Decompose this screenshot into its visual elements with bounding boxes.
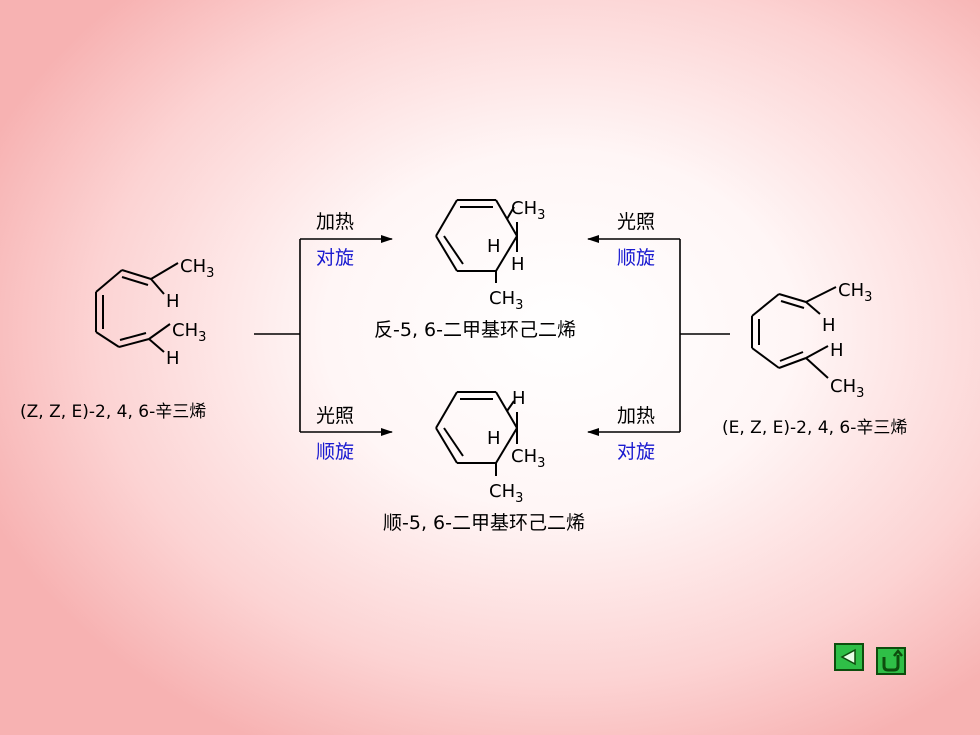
bottom-product-structure — [435, 391, 518, 476]
triangle-left-icon — [838, 647, 860, 667]
back-button[interactable] — [834, 643, 864, 671]
right-upper-h: H — [822, 315, 836, 336]
bottom-left-mode: 顺旋 — [316, 441, 354, 463]
bottom-product-bottom-sub: CH3 — [489, 481, 523, 506]
top-left-condition: 加热 — [316, 211, 354, 233]
left-lower-group: CH3 — [172, 320, 206, 345]
bottom-right-condition: 加热 — [617, 405, 655, 427]
top-product-bottom-sub: CH3 — [489, 288, 523, 313]
right-upper-group: CH3 — [838, 280, 872, 305]
top-right-mode: 顺旋 — [617, 247, 655, 269]
right-lower-h: H — [830, 340, 844, 361]
bottom-product-mid-sub: CH3 — [511, 446, 545, 471]
top-product-name: 反-5, 6-二甲基环己二烯 — [374, 319, 576, 341]
u-turn-icon — [882, 648, 903, 672]
right-reactant-name: (E, Z, E)-2, 4, 6-辛三烯 — [722, 418, 907, 438]
left-upper-h: H — [166, 291, 180, 312]
right-bracket — [679, 239, 730, 432]
top-product-h-right: H — [511, 254, 525, 275]
top-product-structure — [435, 199, 518, 283]
left-reactant-name: (Z, Z, E)-2, 4, 6-辛三烯 — [20, 402, 206, 422]
left-bracket — [254, 239, 301, 432]
top-product-h-left: H — [487, 236, 501, 257]
bottom-product-h: H — [487, 428, 501, 449]
top-product-top-sub: CH3 — [511, 198, 545, 223]
top-right-condition: 光照 — [617, 211, 655, 233]
left-lower-h: H — [166, 348, 180, 369]
top-left-mode: 对旋 — [316, 247, 354, 269]
right-lower-group: CH3 — [830, 376, 864, 401]
left-upper-group: CH3 — [180, 256, 214, 281]
bottom-right-mode: 对旋 — [617, 441, 655, 463]
left-reactant-structure — [95, 262, 179, 353]
bottom-left-condition: 光照 — [316, 405, 354, 427]
return-button[interactable] — [876, 647, 906, 675]
right-reactant-structure — [751, 286, 837, 379]
bottom-product-name: 顺-5, 6-二甲基环己二烯 — [383, 512, 585, 534]
bottom-product-top-sub: H — [512, 388, 526, 409]
